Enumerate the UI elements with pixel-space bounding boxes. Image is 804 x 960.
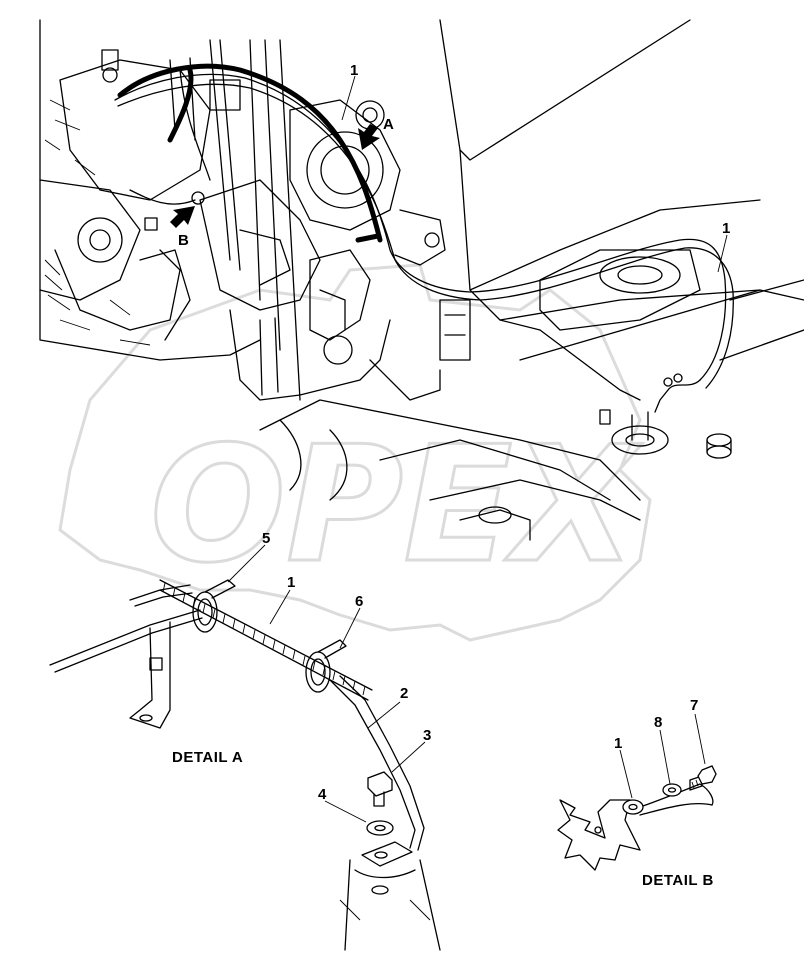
callout-1-harness-top: 1 — [350, 62, 359, 79]
watermark-text: OPEX — [150, 411, 643, 598]
callout-4-washer: 4 — [318, 786, 327, 803]
view-arrow-a — [358, 124, 380, 150]
wire-harness — [114, 39, 734, 413]
detail-a-drawing — [49, 579, 441, 951]
fuel-sender-flange — [611, 425, 669, 455]
callout-view-b: B — [178, 232, 189, 249]
detail-b-title: DETAIL B — [642, 872, 714, 889]
watermark-logo: OPEX — [58, 263, 652, 642]
engine-assembly — [39, 19, 804, 541]
callout-8-washer: 8 — [654, 714, 663, 731]
detail-a-title: DETAIL A — [172, 749, 244, 766]
callout-view-a: A — [383, 116, 394, 133]
view-arrow-b — [170, 206, 195, 228]
leader-lines — [227, 75, 728, 823]
callout-1-detail-b: 1 — [614, 735, 623, 752]
callout-1-harness-right: 1 — [722, 220, 731, 237]
callout-3-bolt: 3 — [423, 727, 432, 744]
callout-7-bolt: 7 — [690, 697, 699, 714]
detail-b-drawing — [557, 765, 717, 871]
callout-6-clamp: 6 — [355, 593, 364, 610]
callout-2-tube: 2 — [400, 685, 409, 702]
callout-5-clamp: 5 — [262, 530, 271, 547]
callout-1-detail-a: 1 — [287, 574, 296, 591]
